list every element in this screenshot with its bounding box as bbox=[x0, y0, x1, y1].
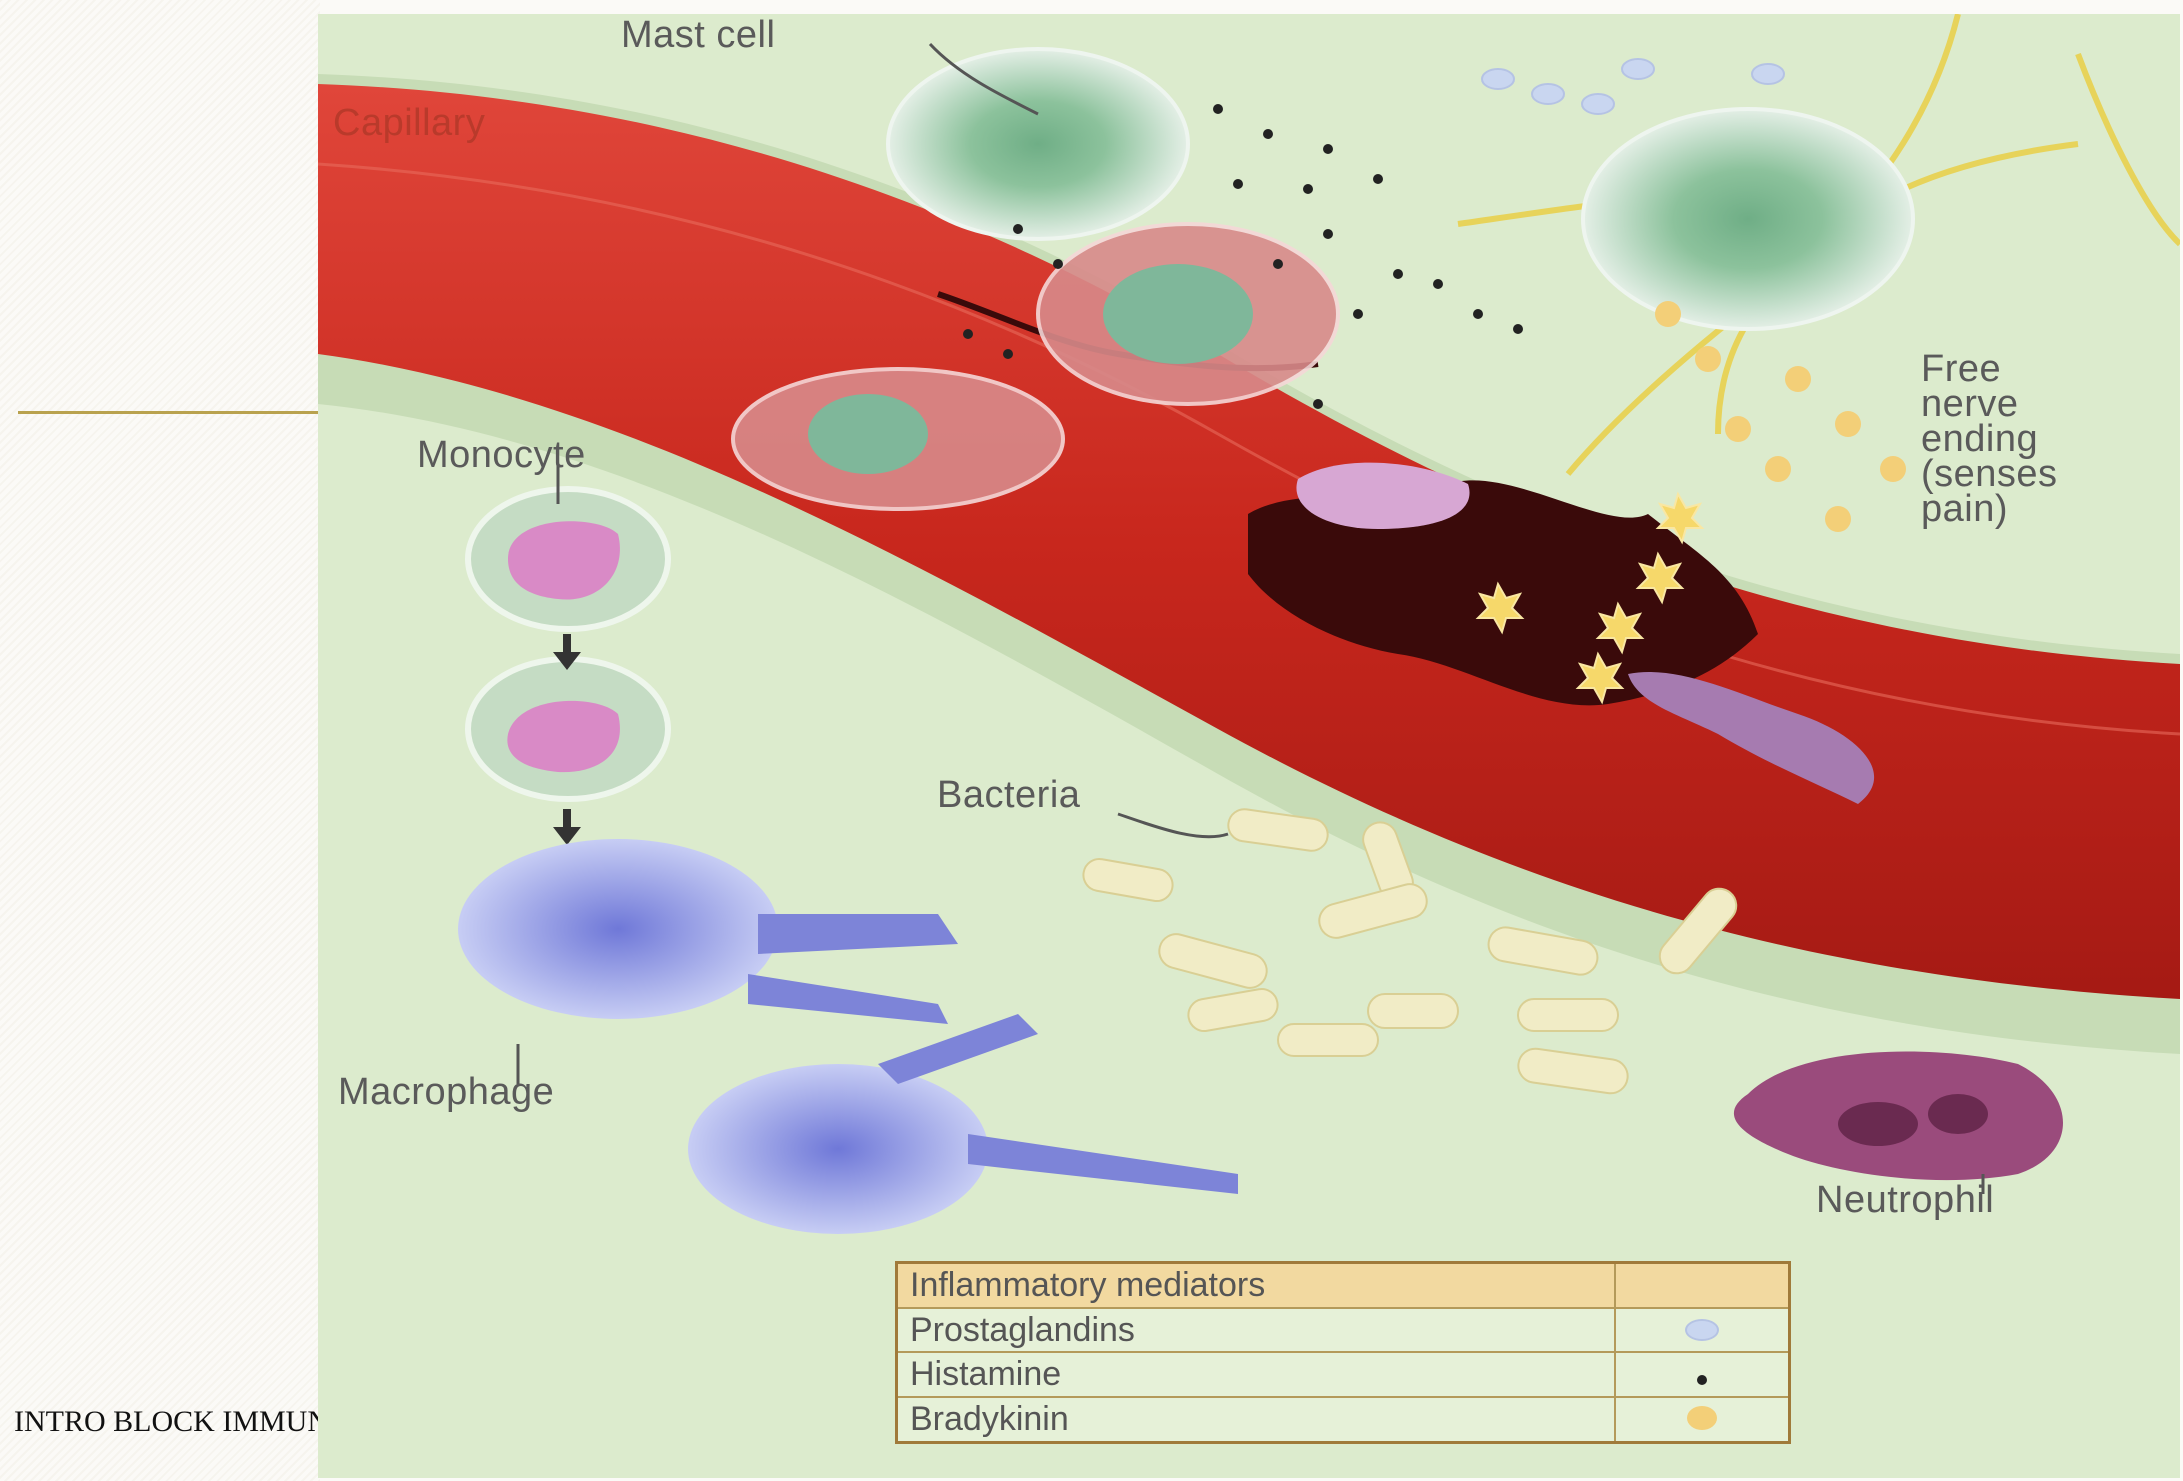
label-free-nerve-ending: Free nerve ending (senses pain) bbox=[1921, 348, 2058, 530]
label-mast-cell: Mast cell bbox=[621, 14, 776, 56]
capillary-highlight bbox=[318, 162, 2180, 736]
inflammation-figure: Mast cell Capillary Monocyte Free nerve … bbox=[318, 14, 2180, 1478]
legend-row: Prostaglandins bbox=[895, 1306, 1791, 1354]
mediators-legend: Inflammatory mediators Prostaglandins Hi… bbox=[895, 1261, 1791, 1444]
mast-cell-vessel-2 bbox=[731, 367, 1065, 511]
bacteria bbox=[1082, 808, 1738, 1095]
bradykinin-dot-icon bbox=[1687, 1406, 1717, 1431]
prostaglandin-dot-icon bbox=[1685, 1318, 1719, 1341]
monocyte-cell-2 bbox=[465, 656, 671, 802]
label-monocyte: Monocyte bbox=[417, 434, 586, 476]
mast-cell-vessel-1 bbox=[1036, 222, 1340, 406]
arrow-down-icon bbox=[553, 634, 581, 845]
title-divider bbox=[18, 411, 318, 414]
legend-label-prostaglandins: Prostaglandins bbox=[895, 1306, 1616, 1354]
bradykinin-star-particles bbox=[1475, 491, 1705, 705]
leader-lines bbox=[516, 42, 1985, 1194]
bradykinin-particles bbox=[1655, 301, 1906, 532]
prostaglandin-particles bbox=[1481, 58, 1785, 115]
inflammation-illustration bbox=[318, 14, 2180, 1234]
macrophage-upper bbox=[458, 839, 958, 1024]
legend-title: Inflammatory mediators bbox=[895, 1261, 1616, 1309]
legend-header-symbol-cell bbox=[1614, 1261, 1791, 1309]
slide-background bbox=[0, 0, 320, 1481]
label-macrophage: Macrophage bbox=[338, 1071, 555, 1113]
footer-text: INTRO BLOCK IMMUNOLOGY bbox=[14, 1405, 319, 1438]
legend-symbol-cell bbox=[1614, 1396, 1791, 1444]
legend-header-row: Inflammatory mediators bbox=[895, 1261, 1791, 1309]
legend-symbol-cell bbox=[1614, 1351, 1791, 1399]
label-bacteria: Bacteria bbox=[937, 774, 1081, 816]
neutrophil-cell bbox=[1733, 1051, 2063, 1181]
legend-symbol-cell bbox=[1614, 1306, 1791, 1354]
legend-label-bradykinin: Bradykinin bbox=[895, 1396, 1616, 1444]
label-neutrophil: Neutrophil bbox=[1816, 1179, 1995, 1221]
label-capillary: Capillary bbox=[333, 102, 486, 144]
legend-row: Bradykinin bbox=[895, 1396, 1791, 1444]
histamine-dot-icon bbox=[1697, 1375, 1707, 1386]
mast-cell-right bbox=[1581, 107, 1915, 331]
monocyte-cell-1 bbox=[465, 486, 671, 632]
legend-row: Histamine bbox=[895, 1351, 1791, 1399]
mast-cell-top bbox=[886, 47, 1190, 241]
neutrophil-emigrating bbox=[1628, 672, 1875, 804]
histamine-particles bbox=[963, 104, 1523, 409]
monocyte-emigrating bbox=[1296, 462, 1470, 529]
legend-label-histamine: Histamine bbox=[895, 1351, 1616, 1399]
macrophage-lower bbox=[688, 1014, 1238, 1234]
